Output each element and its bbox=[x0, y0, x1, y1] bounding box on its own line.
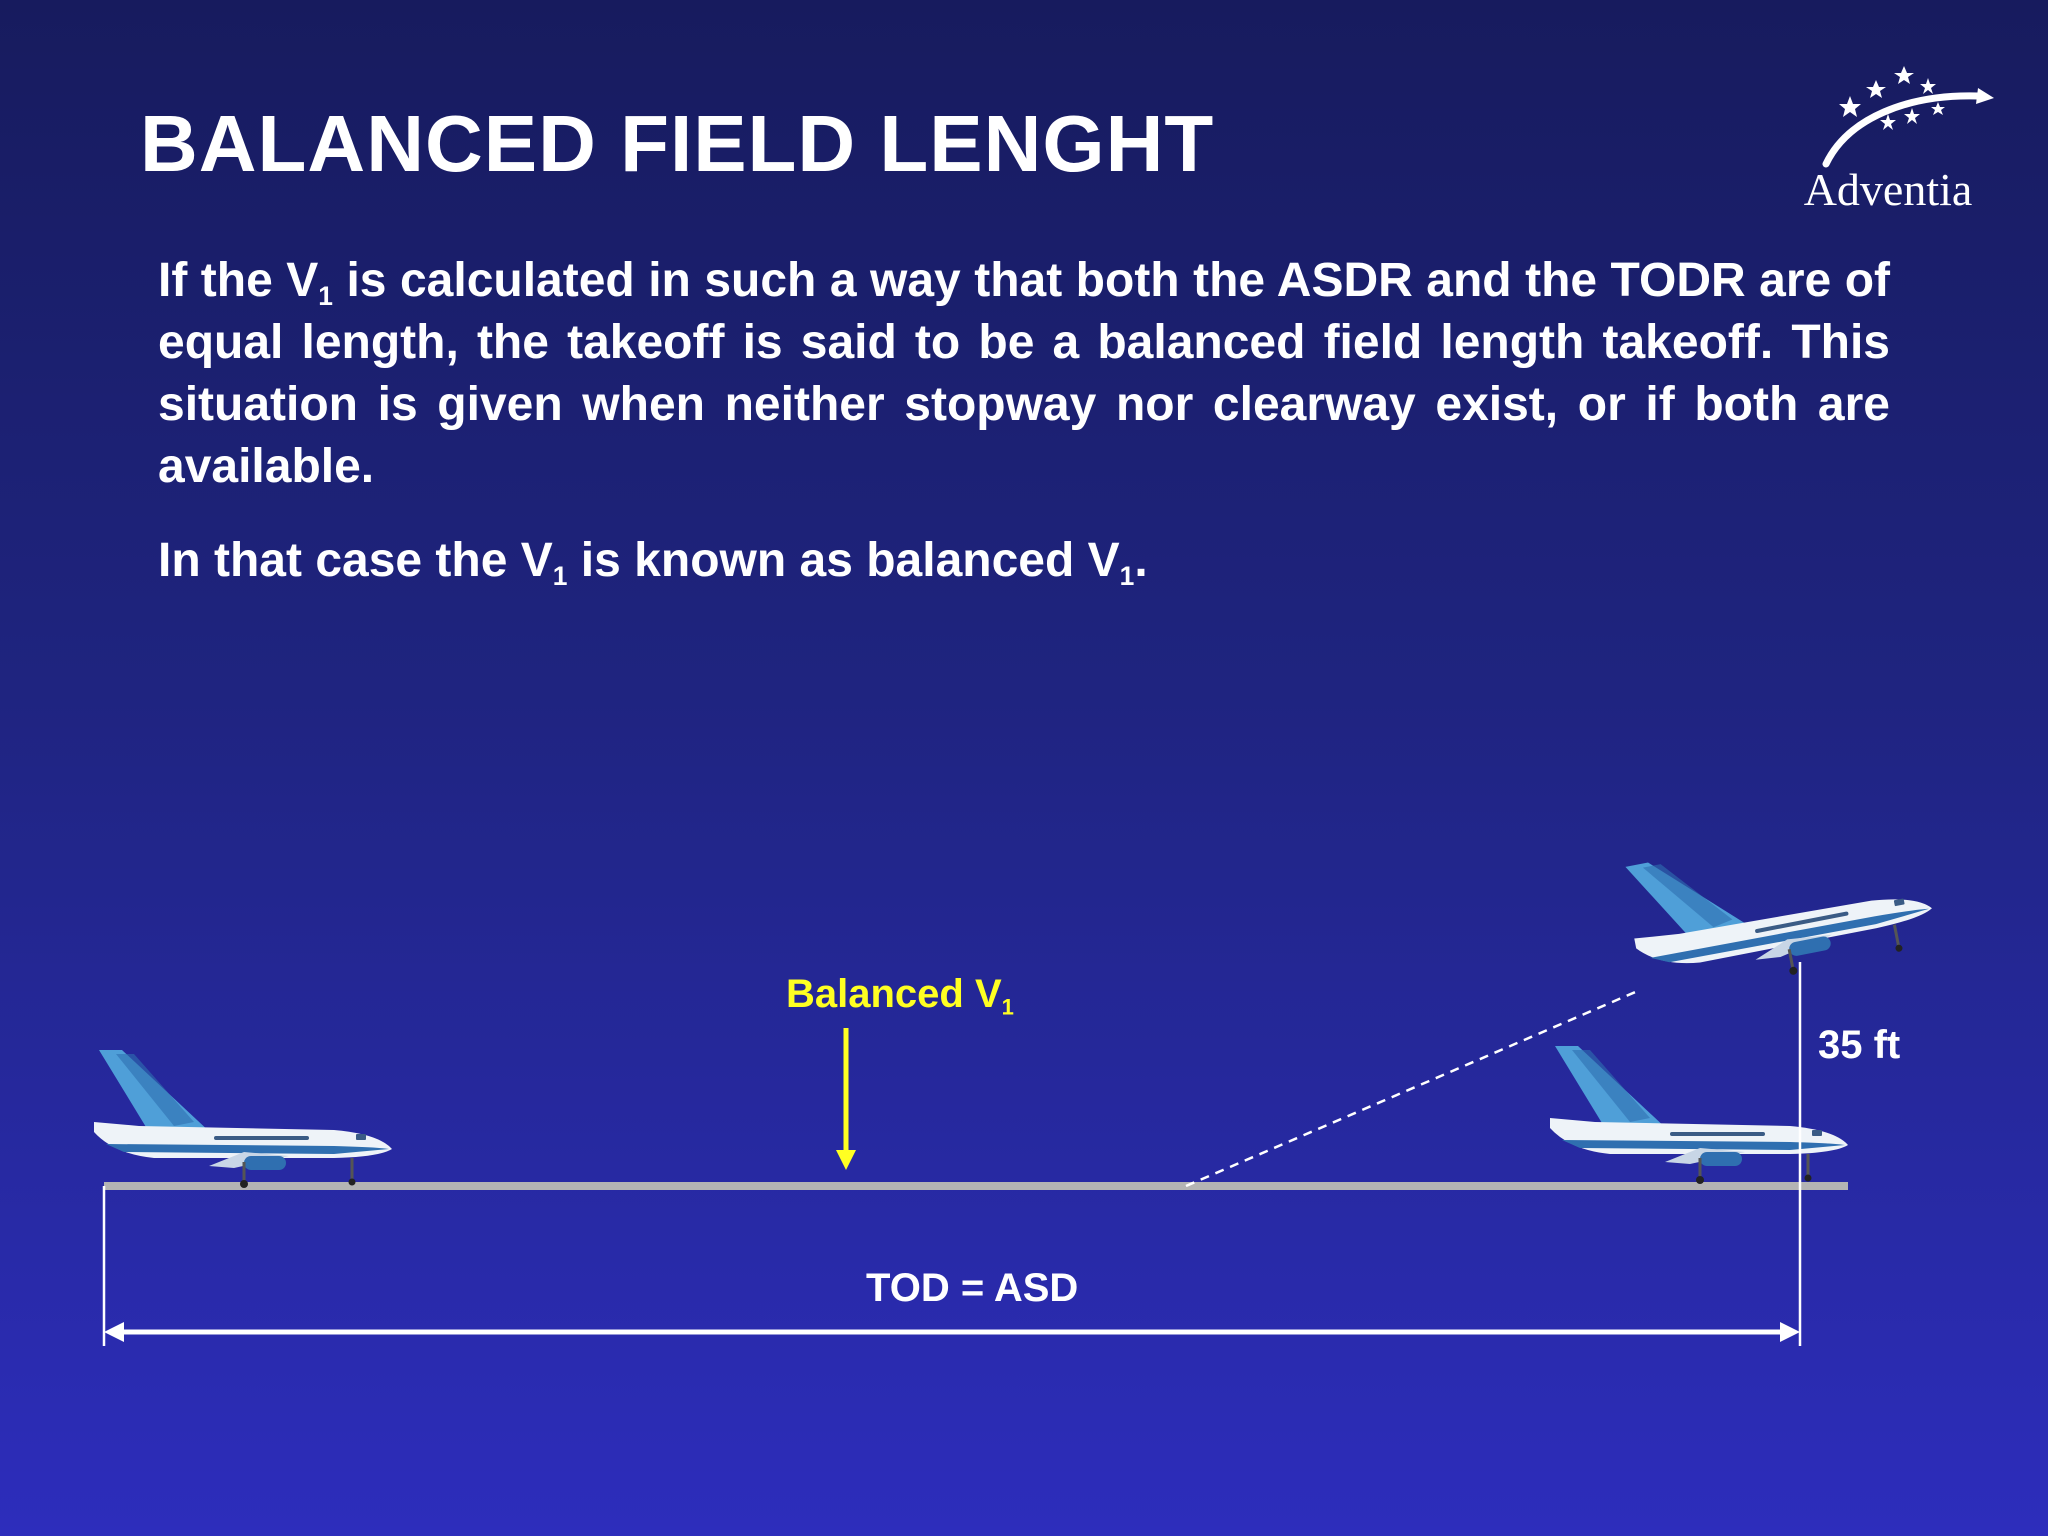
climb-path bbox=[1185, 988, 1641, 1188]
stars-swoosh-icon bbox=[1822, 66, 1994, 168]
adventia-logo: Adventia bbox=[1788, 56, 2008, 216]
balanced-v1-label: Balanced V1 bbox=[786, 972, 1014, 1020]
para1-text-b: is calculated in such a way that both th… bbox=[158, 254, 1891, 493]
aircraft-climbing-icon bbox=[1619, 809, 1941, 1005]
para2-sub-a: 1 bbox=[552, 561, 568, 592]
slide-title: BALANCED FIELD LENGHT bbox=[140, 99, 1215, 188]
aircraft-start-icon bbox=[92, 1048, 394, 1190]
para1-text-a: If the V bbox=[158, 254, 319, 307]
v1-label-subscript: 1 bbox=[1001, 994, 1014, 1020]
tod-asd-label: TOD = ASD bbox=[866, 1266, 1079, 1310]
para2-text-c: . bbox=[1134, 534, 1148, 587]
screen-height-label: 35 ft bbox=[1818, 1023, 1901, 1067]
v1-label-text: Balanced V bbox=[786, 972, 1002, 1016]
v1-arrow bbox=[836, 1028, 856, 1170]
balanced-v1-paragraph: In that case the V1 is known as balanced… bbox=[158, 530, 1890, 592]
definition-paragraph: If the V1 is calculated in such a way th… bbox=[158, 250, 1890, 498]
para2-text-a: In that case the V bbox=[158, 534, 553, 587]
para2-sub-b: 1 bbox=[1119, 561, 1135, 592]
aircraft-stopped-icon bbox=[1548, 1044, 1850, 1186]
para1-v1-subscript: 1 bbox=[318, 281, 333, 312]
distance-dimension-arrow bbox=[104, 1322, 1800, 1342]
para2-text-b: is known as balanced V bbox=[567, 534, 1120, 587]
runway bbox=[104, 1182, 1848, 1190]
logo-wordmark: Adventia bbox=[1803, 164, 1973, 215]
